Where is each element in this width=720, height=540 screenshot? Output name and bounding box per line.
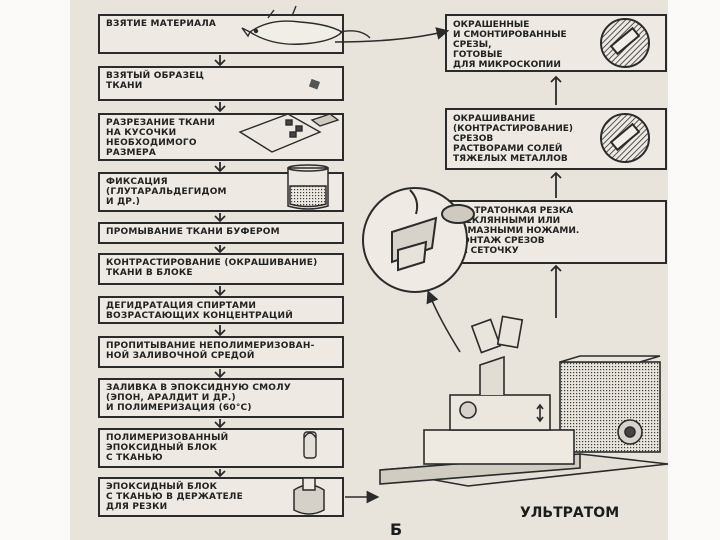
step-ultrathin-cutting: УЛЬТРАТОНКАЯ РЕЗКА СТЕКЛЯННЫМИ ИЛИ АЛМАЗ… [445,200,667,264]
tissue-sample-icon [308,78,321,90]
flow-arrows-right [550,75,562,318]
rat-to-ready-arrow [334,27,450,43]
ultratome-illustration [379,315,669,487]
detail-to-ultratome-arrow [426,290,461,353]
figure-letter: Б [390,520,403,539]
epoxy-block-icon [303,431,317,459]
rat-illustration [241,5,371,45]
fixation-beaker-illustration [287,164,329,210]
step-polymerized-block: ПОЛИМЕРИЗОВАННЫЙ ЭПОКСИДНЫЙ БЛОК С ТКАНЬ… [98,428,344,468]
step-block-contrasting: КОНТРАСТИРОВАНИЕ (ОКРАШИВАНИЕ) ТКАНИ В Б… [98,253,344,285]
step-tissue-sample: ВЗЯТЫЙ ОБРАЗЕЦ ТКАНИ [98,66,344,101]
left-margin [0,0,70,540]
right-margin [668,0,720,540]
knife-detail-illustration [362,187,475,293]
step-embedding: ЗАЛИВКА В ЭПОКСИДНУЮ СМОЛУ (ЭПОН, АРАЛДИ… [98,378,344,418]
grid-icons [600,18,650,163]
flow-arrows-left [214,55,226,478]
block-holder-icon [293,477,325,515]
step-infiltration: ПРОПИТЫВАНИЕ НЕПОЛИМЕРИЗОВАН- НОЙ ЗАЛИВО… [98,336,344,368]
ultratome-label: УЛЬТРАТОМ [520,505,620,521]
step-dehydration: ДЕГИДРАТАЦИЯ СПИРТАМИ ВОЗРАСТАЮЩИХ КОНЦЕ… [98,296,344,324]
step-buffer-wash: ПРОМЫВАНИЕ ТКАНИ БУФЕРОМ [98,222,344,244]
cutting-board-illustration [238,113,340,153]
